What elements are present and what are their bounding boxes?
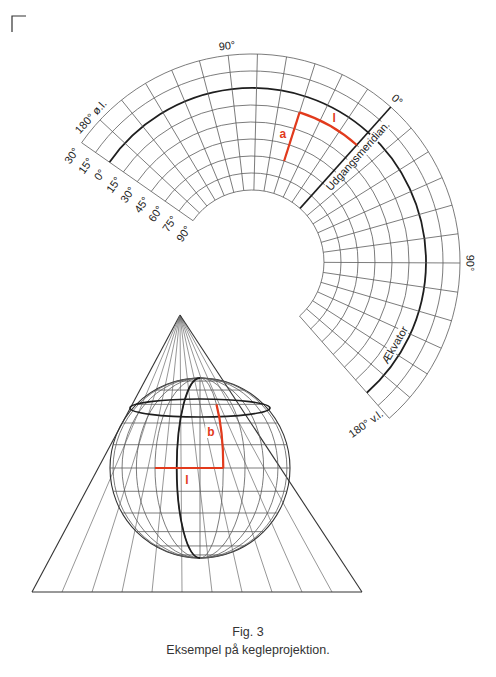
latitude-label: 45° bbox=[133, 195, 152, 215]
parallel-arc bbox=[123, 105, 409, 380]
cone-line bbox=[122, 315, 180, 592]
figure-number: Fig. 3 bbox=[232, 626, 263, 639]
globe-grid bbox=[110, 378, 290, 558]
cone-outline bbox=[32, 315, 180, 592]
parallel-arc bbox=[82, 54, 460, 418]
equator-arc bbox=[109, 88, 426, 393]
latitude-label: 30° bbox=[63, 146, 82, 166]
tangent-circle bbox=[130, 399, 270, 417]
parallel-arc bbox=[179, 173, 341, 329]
longitude-label: 90° bbox=[464, 255, 475, 272]
cone-line bbox=[180, 315, 332, 592]
latitude-label: 15° bbox=[77, 156, 96, 176]
latitude-label: 60° bbox=[147, 204, 166, 224]
latitude-label: 0° bbox=[93, 168, 108, 183]
meridian-line bbox=[172, 70, 225, 195]
meridian-line bbox=[323, 234, 458, 252]
meridian-line bbox=[264, 57, 287, 191]
measure-letter: a bbox=[280, 128, 287, 140]
measure-letter: b bbox=[205, 426, 216, 438]
measure-letter: l bbox=[332, 112, 335, 124]
red-globe-parallel bbox=[155, 467, 223, 469]
cone-base bbox=[32, 592, 362, 593]
red-globe-meridian bbox=[216, 404, 223, 468]
globe-parallel bbox=[155, 390, 245, 391]
red-parallel-measure bbox=[300, 112, 357, 145]
cone-outline bbox=[180, 315, 362, 592]
cone-line bbox=[92, 315, 180, 592]
globe-parallel bbox=[113, 444, 287, 445]
cone-line bbox=[62, 315, 180, 592]
parallel-arc bbox=[193, 190, 324, 316]
cone-line bbox=[180, 315, 242, 592]
globe-parallel bbox=[136, 531, 263, 532]
meridian-line bbox=[254, 54, 258, 190]
meridian-line bbox=[300, 316, 390, 418]
measure-letter: l bbox=[183, 474, 190, 486]
red-meridian-measure bbox=[284, 112, 299, 161]
globe-parallel bbox=[177, 381, 224, 382]
globe-parallel bbox=[110, 468, 290, 469]
globe-parallel bbox=[136, 404, 263, 405]
meridian-line bbox=[146, 83, 216, 200]
latitude-label: 15° bbox=[105, 175, 124, 195]
prime-meridian bbox=[300, 107, 391, 208]
globe-parallel bbox=[155, 545, 245, 546]
longitude-label: 180° v.l. bbox=[347, 408, 385, 440]
meridian-line bbox=[199, 61, 233, 193]
meridian-line bbox=[318, 292, 442, 348]
latitude-label: 90° bbox=[175, 224, 194, 244]
latitude-label: 30° bbox=[119, 185, 138, 205]
cone-line bbox=[180, 315, 302, 592]
globe-parallel bbox=[113, 491, 287, 492]
globe-parallel bbox=[177, 554, 224, 555]
cone-map-grid bbox=[82, 54, 460, 418]
meridian-line bbox=[321, 205, 452, 242]
crop-mark bbox=[12, 16, 26, 32]
globe-outline bbox=[110, 378, 290, 558]
meridian-line bbox=[228, 55, 244, 190]
cone-lines bbox=[32, 315, 362, 592]
meridian-line bbox=[324, 262, 460, 264]
figure-caption: Eksempel på kegleprojektion. bbox=[166, 644, 329, 657]
globe-parallel bbox=[122, 423, 278, 424]
meridian-line bbox=[100, 120, 199, 213]
latitude-label: 75° bbox=[161, 214, 180, 234]
longitude-label: 0° bbox=[389, 93, 404, 108]
parallel-arc bbox=[96, 71, 443, 405]
globe-parallel bbox=[122, 513, 278, 514]
longitude-label: 90° bbox=[218, 40, 236, 53]
meridian-line bbox=[321, 282, 451, 320]
